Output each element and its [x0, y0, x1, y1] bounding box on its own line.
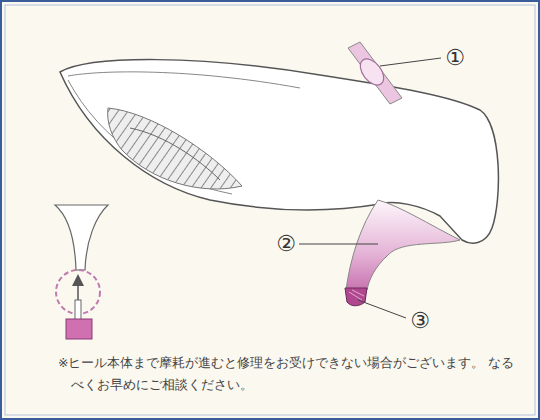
leader-line — [358, 300, 406, 318]
leader-line — [299, 244, 378, 245]
callout-number: ③ — [410, 310, 430, 332]
buckle — [356, 55, 389, 90]
callout-number: ② — [276, 233, 296, 255]
tread-line — [130, 128, 220, 180]
inset-heel — [55, 205, 108, 270]
callout-number: ① — [445, 47, 465, 69]
shoe-body — [60, 60, 498, 244]
leader-line — [380, 58, 441, 66]
heel-tip — [345, 288, 367, 306]
inner-frame — [5, 5, 535, 415]
sole-edge — [68, 72, 300, 88]
note-text: ※ヒール本体まで摩耗が進むと修理をお受けできない場合がございます。 なるべくお早… — [58, 352, 523, 396]
sole-tread — [108, 108, 242, 189]
inset-tip — [66, 319, 92, 339]
heel — [346, 200, 460, 290]
strap — [348, 42, 402, 104]
tip-pin — [75, 300, 81, 320]
tip-hatching — [349, 290, 364, 300]
